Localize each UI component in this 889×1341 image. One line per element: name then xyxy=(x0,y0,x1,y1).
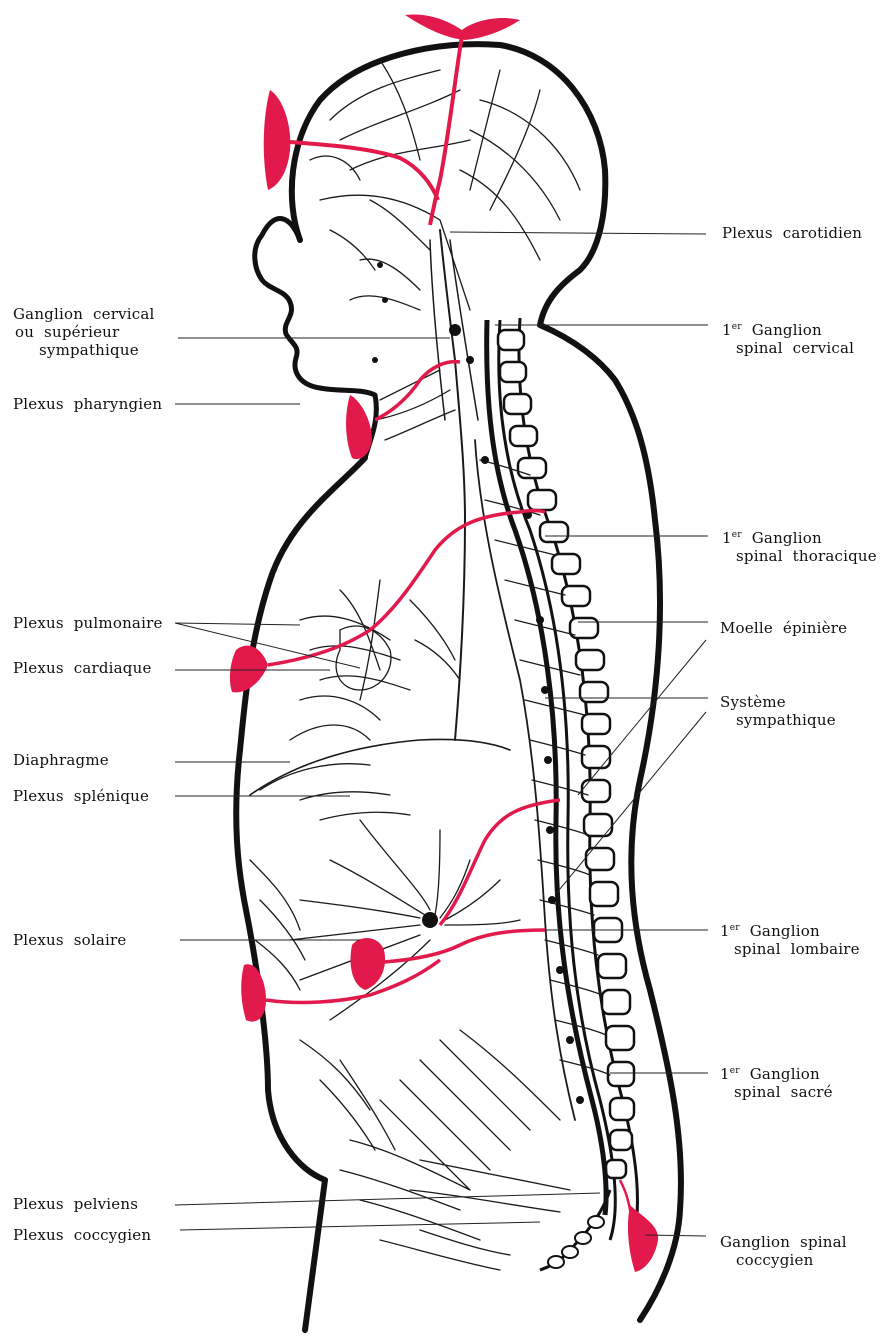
nerve-network xyxy=(249,59,611,1271)
label-plexus-carotidien: Plexus carotidien xyxy=(722,224,863,242)
label-plexus-pelviens: Plexus pelviens xyxy=(13,1195,139,1213)
label-plexus-pulmonaire: Plexus pulmonaire xyxy=(13,614,163,632)
label-diaphragme: Diaphragme xyxy=(13,751,109,769)
vertebral-column xyxy=(496,317,639,1272)
label-1er-ganglion-spinal-lombaire: 1er Ganglion spinal lombaire xyxy=(720,922,860,958)
label-1er-ganglion-spinal-cervical: 1er Ganglion spinal cervical xyxy=(722,321,855,357)
label-plexus-cardiaque: Plexus cardiaque xyxy=(13,659,152,677)
label-1er-ganglion-spinal-thoracique: 1er Ganglion spinal thoracique xyxy=(722,529,877,565)
label-plexus-solaire: Plexus solaire xyxy=(13,931,127,949)
label-systeme-sympathique: Système sympathique xyxy=(720,693,836,729)
spinal-cord xyxy=(484,319,609,1216)
ganglion-nodes xyxy=(372,262,584,1104)
label-ganglion-cervical-superieur: Ganglion cervical ou supérieur sympathiq… xyxy=(13,305,155,359)
leader-lines xyxy=(174,231,708,1237)
label-ganglion-spinal-coccygien: Ganglion spinal coccygien xyxy=(720,1233,847,1269)
vascular-highlights xyxy=(229,14,659,1272)
body-outline xyxy=(233,41,684,1333)
label-moelle-epiniere: Moelle épinière xyxy=(720,619,848,637)
label-plexus-pharyngien: Plexus pharyngien xyxy=(13,395,163,413)
label-plexus-splenique: Plexus splénique xyxy=(13,787,150,805)
label-plexus-coccygien: Plexus coccygien xyxy=(13,1226,152,1244)
label-1er-ganglion-spinal-sacre: 1er Ganglion spinal sacré xyxy=(720,1065,833,1101)
